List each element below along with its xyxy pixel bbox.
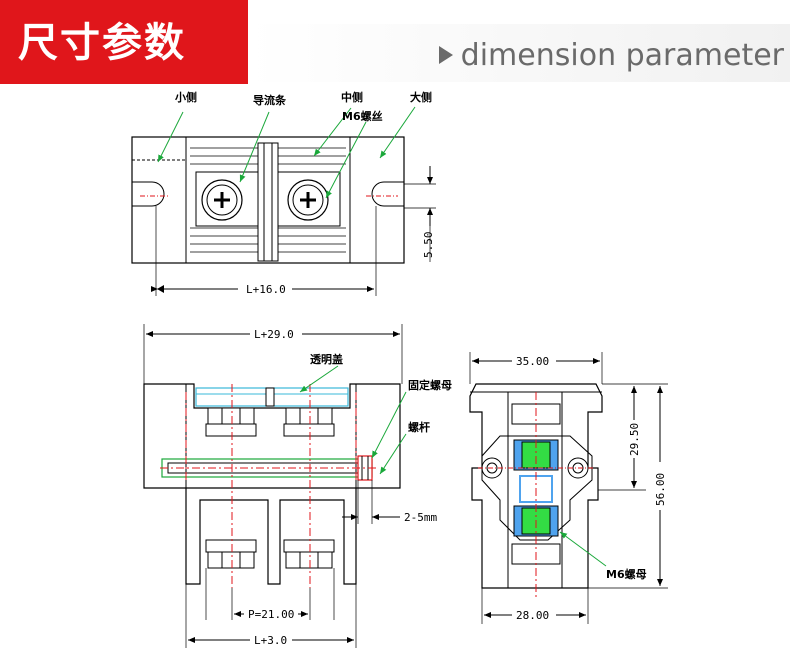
page-subtitle: dimension parameter xyxy=(438,38,784,73)
page-title: 尺寸参数 xyxy=(18,20,186,66)
dim-side-upper-height: 29.50 xyxy=(628,423,641,456)
dim-side-top: 35.00 xyxy=(516,355,549,368)
dim-side-bottom: 28.00 xyxy=(516,609,549,622)
subtitle-band xyxy=(248,24,790,82)
dim-base-width: L+3.0 xyxy=(254,634,287,647)
subtitle-text: dimension parameter xyxy=(460,38,784,73)
label-m6-screw: M6螺丝 xyxy=(342,109,383,123)
label-rod: 螺杆 xyxy=(408,420,430,434)
side-view xyxy=(469,352,668,624)
label-fixed-nut: 固定螺母 xyxy=(408,378,452,392)
dim-gap: 2-5mm xyxy=(404,511,437,524)
label-transparent-cover: 透明盖 xyxy=(310,352,343,366)
top-view xyxy=(131,106,436,296)
label-m6-nut: M6螺母 xyxy=(606,567,647,581)
label-small-side: 小侧 xyxy=(174,90,197,104)
dim-front-overall: L+29.0 xyxy=(254,328,294,341)
front-view xyxy=(143,324,407,648)
label-large-side: 大侧 xyxy=(410,90,432,104)
dim-side-total-height: 56.00 xyxy=(654,473,667,506)
dim-top-width: L+16.0 xyxy=(246,283,286,296)
play-arrow-icon xyxy=(438,45,453,64)
header-bar: 尺寸参数 dimension parameter xyxy=(0,0,790,84)
title-tab: 尺寸参数 xyxy=(0,0,248,84)
dim-slot: 5.50 xyxy=(422,232,435,259)
dim-pitch: P=21.00 xyxy=(248,608,294,621)
label-middle-side: 中侧 xyxy=(341,90,363,104)
label-guide-bar: 导流条 xyxy=(253,93,287,107)
